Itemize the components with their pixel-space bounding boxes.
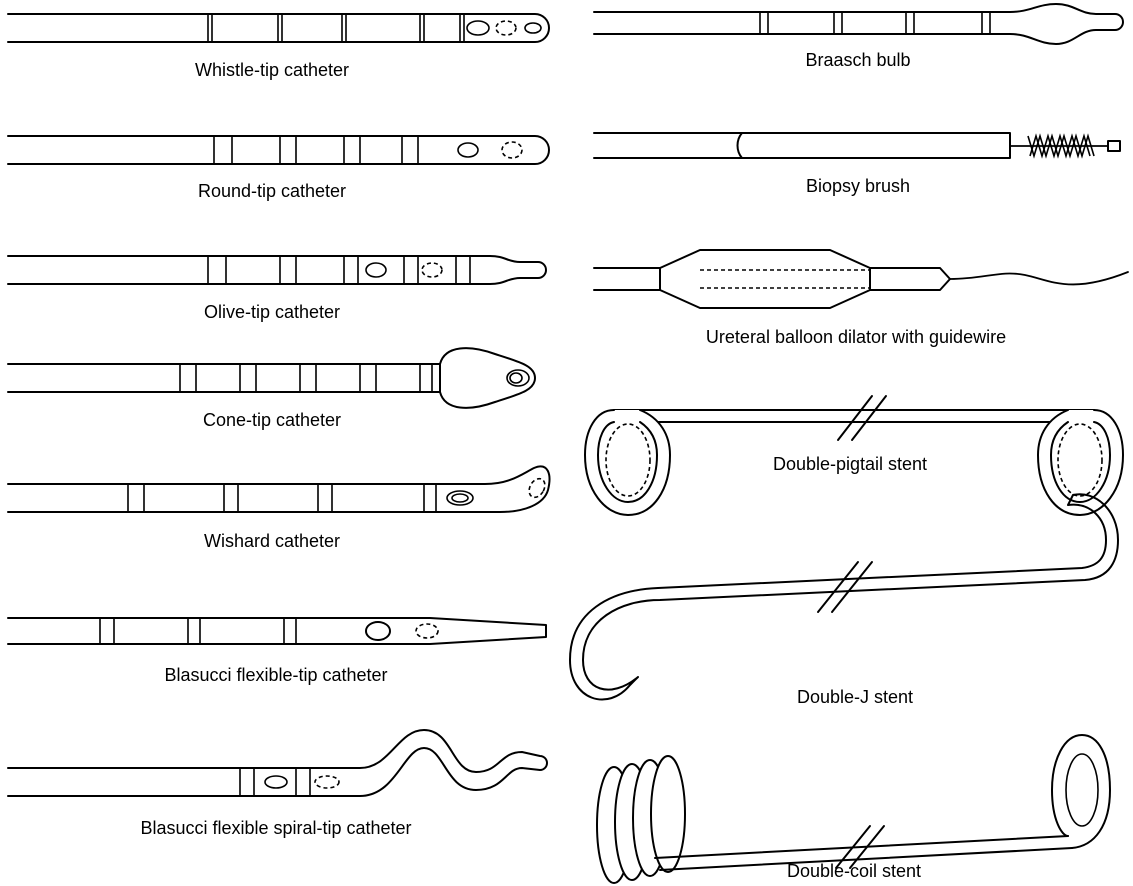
blasucci-flexible-tip-catheter-label: Blasucci flexible-tip catheter xyxy=(164,665,387,685)
balloon-dilator-label: Ureteral balloon dilator with guidewire xyxy=(706,327,1006,347)
double-pigtail-stent-label: Double-pigtail stent xyxy=(773,454,927,474)
cone-tip-catheter-label: Cone-tip catheter xyxy=(203,410,341,430)
whistle-tip-catheter-label: Whistle-tip catheter xyxy=(195,60,349,80)
cone-tip-catheter-drawing xyxy=(8,348,535,408)
whistle-tip-catheter-drawing xyxy=(8,14,549,42)
balloon-dilator-drawing xyxy=(594,250,1128,308)
braasch-bulb-label: Braasch bulb xyxy=(805,50,910,70)
olive-tip-catheter-label: Olive-tip catheter xyxy=(204,302,340,322)
double-j-stent-drawing xyxy=(570,494,1118,699)
blasucci-spiral-tip-catheter-label: Blasucci flexible spiral-tip catheter xyxy=(140,818,411,838)
braasch-bulb-drawing xyxy=(594,4,1123,44)
olive-tip-catheter-drawing xyxy=(8,256,546,284)
round-tip-catheter-label: Round-tip catheter xyxy=(198,181,346,201)
biopsy-brush-drawing xyxy=(594,133,1120,158)
double-j-stent-label: Double-J stent xyxy=(797,687,913,707)
double-coil-stent-label: Double-coil stent xyxy=(787,861,921,881)
blasucci-spiral-tip-catheter-drawing xyxy=(8,730,547,796)
wishard-catheter-label: Wishard catheter xyxy=(204,531,340,551)
biopsy-brush-label: Biopsy brush xyxy=(806,176,910,196)
round-tip-catheter-drawing xyxy=(8,136,549,164)
blasucci-flexible-tip-catheter-drawing xyxy=(8,618,546,644)
wishard-catheter-drawing xyxy=(8,466,549,512)
